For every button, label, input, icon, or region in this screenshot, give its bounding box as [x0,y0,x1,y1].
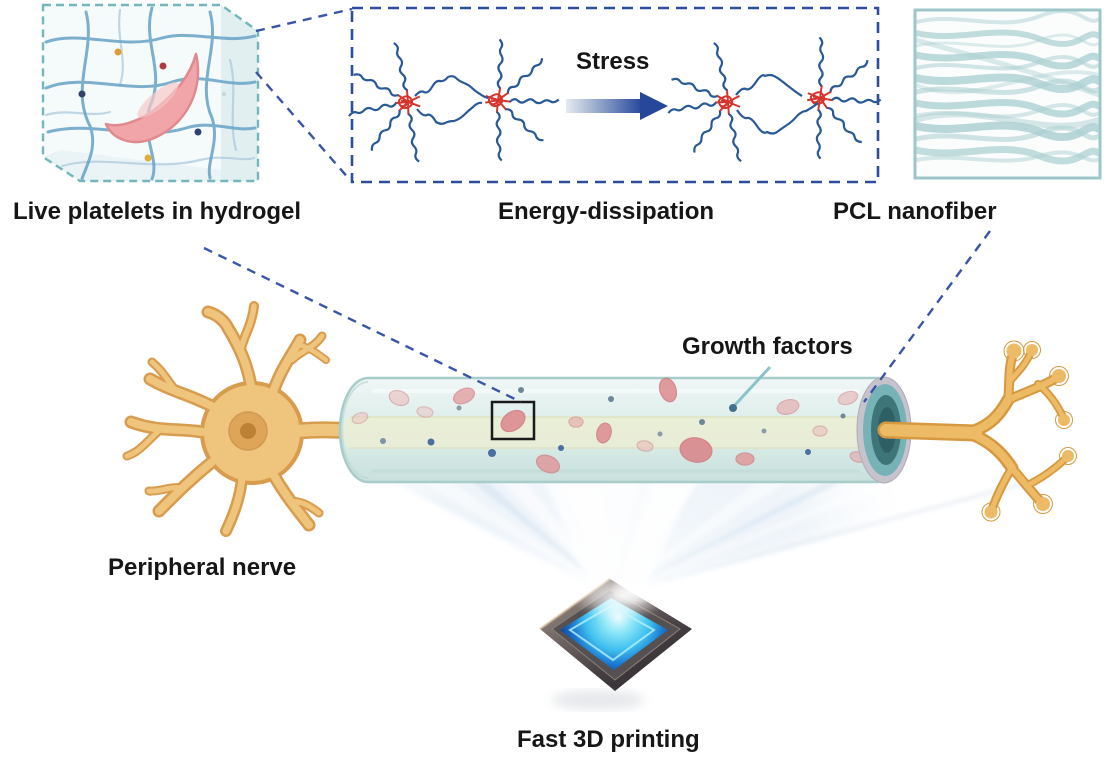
nanofibers [916,11,1099,165]
hydrogel-to-conduit-line [203,246,522,404]
growth-factors-label: Growth factors [682,333,853,360]
left-neuron [122,301,363,537]
hydrogel-panel [41,3,260,183]
connector-lines [203,7,991,404]
magnified-region-box [490,400,536,441]
growth-factors-pointer [729,365,772,412]
right-neuron-terminal [877,340,1077,522]
hydrogel-label: Live platelets in hydrogel [12,198,302,225]
energy-label: Energy-dissipation [498,198,715,225]
peripheral-nerve-label: Peripheral nerve [108,554,297,581]
pcl-to-conduit-line [863,230,991,403]
dmd-printer-chip [539,573,692,710]
connecting-chains [735,73,819,135]
energy-panel [347,6,882,184]
hydrogel-dots [78,48,226,162]
chip-shadow [552,690,644,710]
platelets-in-conduit [351,377,867,474]
axon-terminal-bulbs [984,343,1074,519]
stress-arrow [566,92,668,120]
connecting-chains [414,75,489,125]
fast-3d-printing-label: Fast 3D printing [517,726,700,753]
growth-factor-dots [380,387,846,457]
pcl-panel [913,8,1102,180]
star-polymer-pair-right [666,36,882,163]
star-polymer-pair-left [347,38,560,164]
magnify-line-bottom [255,71,351,181]
nerve-conduit [338,376,912,484]
pcl-label: PCL nanofiber [833,198,997,225]
energy-dashed-border [350,6,880,184]
magnify-line-top [255,7,353,33]
projection-light-beam [388,478,1045,598]
stress-label: Stress [576,48,650,75]
